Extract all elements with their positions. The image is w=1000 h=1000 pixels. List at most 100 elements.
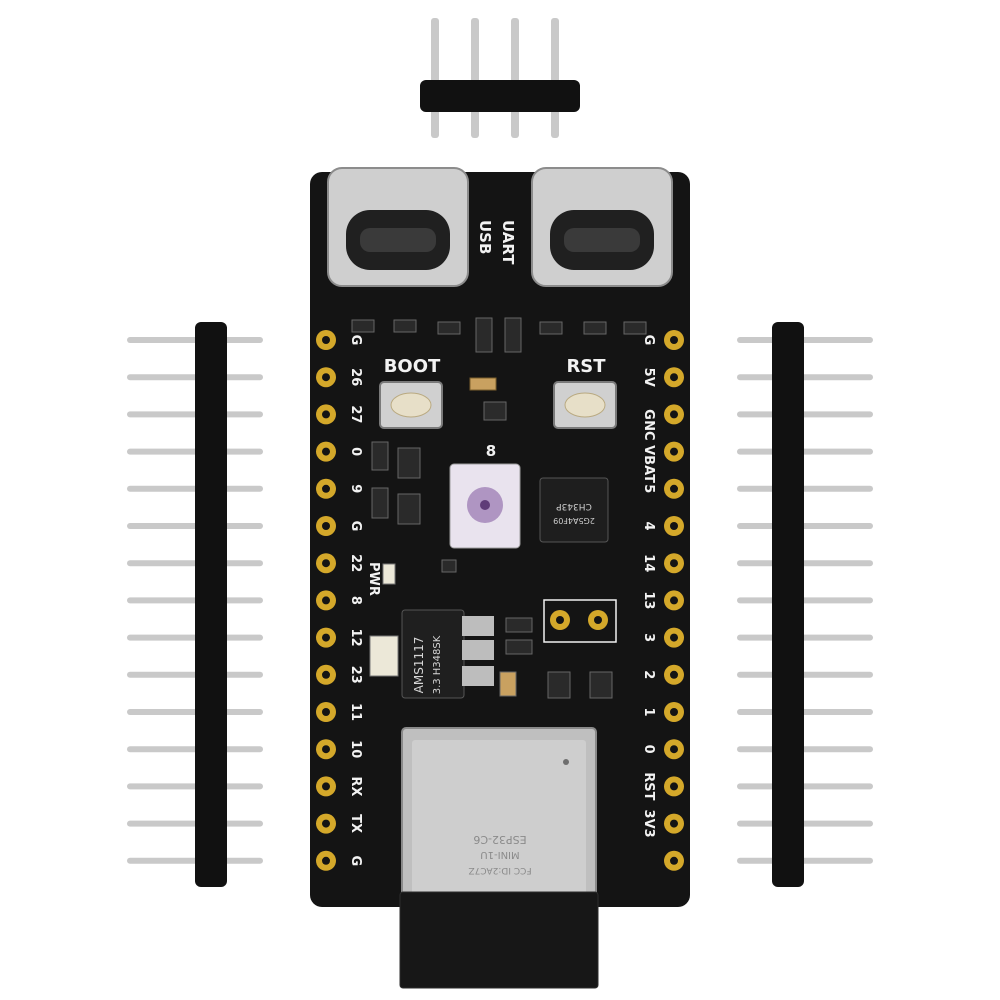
pin-label: 3	[641, 633, 656, 642]
header-pin	[737, 634, 873, 641]
boot-button[interactable]	[379, 381, 443, 429]
pin-label: 14	[641, 554, 656, 572]
pad-hole	[670, 522, 678, 530]
led-number-label: 8	[486, 442, 496, 460]
boot-label: BOOT	[384, 356, 441, 377]
gpio-pad-right	[664, 850, 684, 871]
header-pin	[737, 448, 873, 455]
pwr-label: PWR	[366, 562, 381, 596]
header-pin	[737, 709, 873, 715]
rst-label: RST	[566, 356, 606, 377]
gpio-pad-left: G	[316, 516, 363, 536]
pin-label: G	[348, 335, 363, 346]
header-pin	[737, 560, 873, 567]
gpio-pad-left: 27	[316, 404, 363, 425]
test-pads	[543, 599, 617, 643]
pin-label: 12	[348, 629, 363, 647]
gpio-pad-right: 5V	[641, 367, 684, 388]
smd-components-left	[371, 441, 457, 573]
left-pin-header	[127, 322, 263, 887]
pin-label: 11	[348, 703, 363, 721]
gpio-pad-left: 12	[316, 627, 363, 648]
pad-hole	[670, 856, 678, 865]
gpio-pad-right: G	[641, 404, 684, 425]
pin-label: G	[641, 335, 656, 346]
pad-hole	[670, 708, 678, 716]
header-pin	[737, 671, 873, 678]
pad-hole	[670, 336, 678, 344]
pin-label: 0	[348, 447, 363, 456]
pin-label: G	[641, 409, 656, 420]
pin-label: 1	[641, 707, 656, 716]
rgb-led	[449, 463, 521, 549]
pin-label: RX	[348, 776, 363, 796]
rst-button[interactable]	[553, 381, 617, 429]
gpio-pad-right: 4	[641, 516, 684, 536]
module-text-line-3: FCC ID:2AC7Z	[468, 865, 531, 875]
regulator-marking-line-1: AMS1117	[412, 637, 426, 694]
module-text-line-2: MINI-1U	[480, 849, 519, 860]
gpio-pad-left: 8	[316, 590, 363, 611]
right-pin-header	[737, 322, 873, 887]
gpio-pad-right: 3V3	[641, 810, 684, 838]
top-pin-header	[420, 18, 580, 138]
gpio-pad-left: 10	[316, 739, 363, 760]
pad-hole	[322, 447, 330, 456]
gpio-pad-right: 1	[641, 702, 684, 722]
pad-hole	[322, 559, 330, 568]
usb-c-port-left	[327, 167, 469, 287]
pad-hole	[670, 633, 678, 642]
gpio-pad-right: 3	[641, 627, 684, 648]
usb-uart-chip: CH343P 2G5A4F09	[539, 477, 609, 543]
pin-label: RST	[641, 772, 656, 800]
regulator-marking-line-2: 3.3 H348SK	[432, 635, 443, 694]
usb-label: USB	[476, 220, 494, 254]
header-pin	[737, 746, 873, 753]
pin-label: 9	[348, 484, 363, 493]
pin-label: 3V3	[641, 810, 656, 838]
pad-hole	[670, 782, 678, 791]
capacitor	[469, 377, 497, 391]
pin-label: 26	[348, 368, 363, 386]
pad-hole	[670, 373, 678, 382]
header-pin	[737, 411, 873, 418]
pin-label: 0	[641, 745, 656, 754]
gpio-pad-right: RST	[641, 772, 684, 801]
header-pin	[737, 857, 873, 864]
usb-c-port-right	[531, 167, 673, 287]
antenna-area	[399, 891, 599, 989]
pad-hole	[322, 670, 330, 679]
pad-hole	[322, 782, 330, 791]
pin-label: 10	[348, 740, 363, 758]
gpio-pad-right: 14	[641, 553, 684, 574]
pad-hole	[670, 596, 678, 605]
chip-marking-line-2: 2G5A4F09	[553, 516, 595, 525]
header-pin	[737, 485, 873, 492]
tantalum-capacitor	[369, 635, 399, 677]
header-pin	[737, 523, 873, 529]
pad-hole	[322, 410, 330, 419]
pad-hole	[670, 447, 678, 456]
voltage-regulator: AMS1117 3.3 H348SK	[401, 609, 494, 699]
pad-hole	[322, 856, 330, 865]
pad-hole	[670, 745, 678, 754]
gpio-pad-left: G	[316, 850, 363, 871]
gpio-pad-right: NC VBAT	[641, 420, 684, 483]
gpio-pad-left: G	[316, 330, 363, 350]
pin-label: 27	[348, 405, 363, 423]
gpio-pad-left: 11	[316, 702, 363, 722]
gpio-pad-left: 26	[316, 367, 363, 388]
header-pin	[737, 374, 873, 381]
pad-hole	[670, 559, 678, 568]
header-pin	[737, 783, 873, 790]
pin-label: 4	[641, 521, 656, 530]
pad-hole	[322, 522, 330, 530]
pin-label: 5V	[641, 368, 656, 387]
pad-hole	[670, 819, 678, 828]
header-pin	[737, 597, 873, 604]
dev-board: USB UART BOOT RST 8	[310, 167, 690, 989]
pad-hole	[670, 670, 678, 679]
pin-label: TX	[348, 814, 363, 833]
